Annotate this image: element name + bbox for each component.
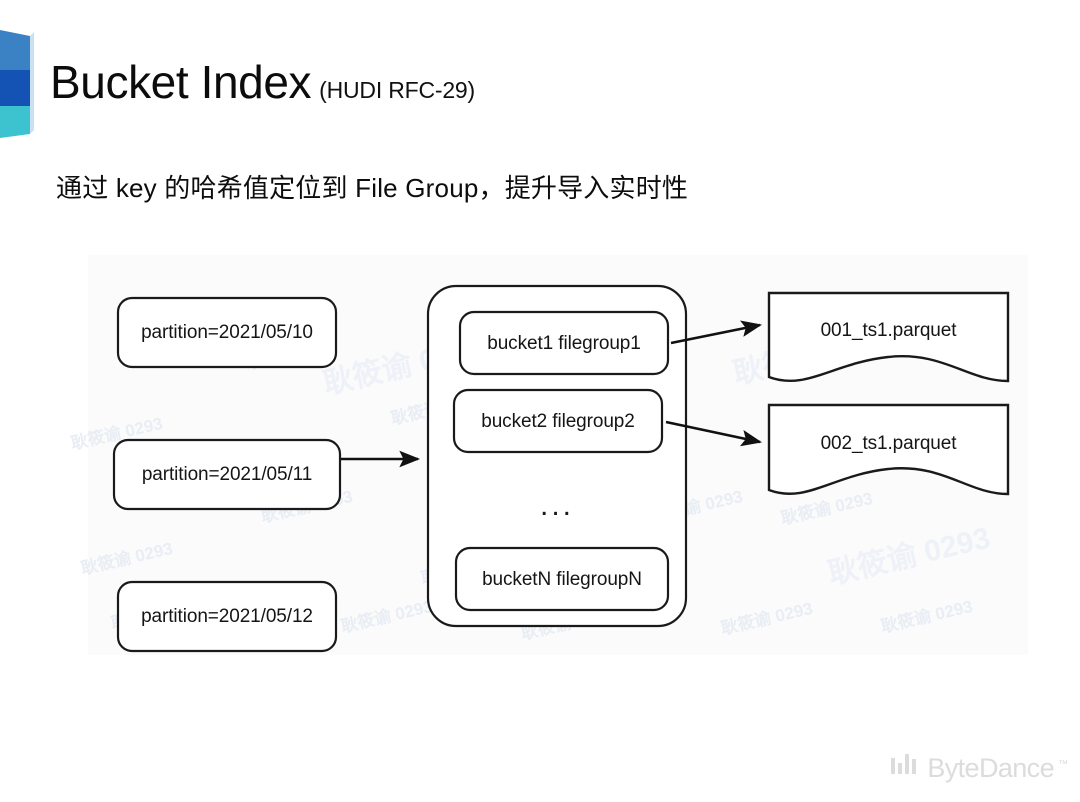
parquet-file-label: 001_ts1.parquet (820, 320, 957, 341)
partition-box[interactable] (116, 580, 338, 653)
parquet-file-group (767, 291, 1010, 496)
page-title-sub: (HUDI RFC-29) (319, 77, 475, 103)
page-title: Bucket Index (HUDI RFC-29) (50, 55, 475, 109)
bucket-box[interactable] (458, 310, 670, 376)
arrow-bucket1-to-file1 (670, 320, 763, 345)
partition-label: partition=2021/05/10 (141, 322, 313, 343)
page-subtitle: 通过 key 的哈希值定位到 File Group，提升导入实时性 (56, 173, 689, 203)
bucket-box-group (452, 310, 670, 612)
parquet-file-label: 002_ts1.parquet (820, 433, 957, 454)
bucket-box[interactable] (452, 388, 664, 454)
partition-box-group (112, 296, 342, 653)
bucket-label: bucket1 filegroup1 (487, 333, 641, 354)
trademark-symbol: ™ (1058, 759, 1068, 770)
partition-box[interactable] (112, 438, 342, 511)
bytedance-wordmark: ByteDance (927, 753, 1054, 783)
parquet-file-shape[interactable] (767, 403, 1010, 496)
bytedance-logo: ByteDance ™ (891, 753, 1068, 784)
diagram-canvas: 耿筱谕 0293 耿筱谕 0293 耿筱谕 0293 耿筱谕 0293 耿筱谕 … (69, 255, 1028, 655)
bucket-box[interactable] (454, 546, 670, 612)
brand-mark-icon (0, 30, 34, 138)
bucket-label: bucketN filegroupN (482, 569, 642, 590)
partition-box[interactable] (116, 296, 338, 369)
arrow-bucket2-to-file2 (665, 420, 763, 447)
partition-label: partition=2021/05/12 (141, 606, 313, 627)
parquet-file-shape[interactable] (767, 291, 1010, 383)
partition-label: partition=2021/05/11 (141, 464, 313, 485)
bytedance-bars-icon (891, 754, 919, 783)
bucket-label: bucket2 filegroup2 (481, 411, 635, 432)
page-title-main: Bucket Index (50, 56, 312, 108)
bucket-ellipsis: ... (539, 489, 574, 522)
